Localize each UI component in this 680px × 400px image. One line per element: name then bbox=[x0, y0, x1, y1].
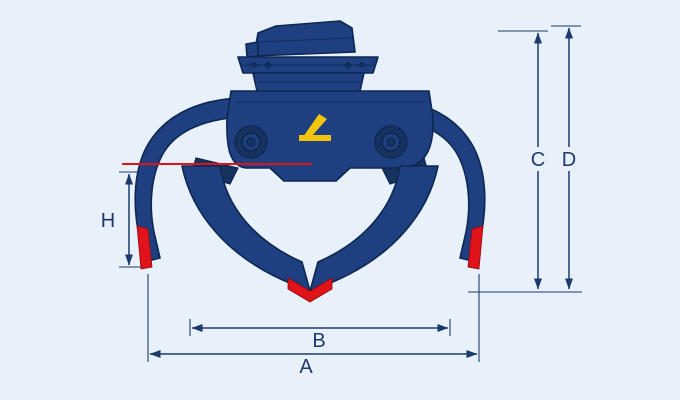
rotator-top-seam bbox=[257, 37, 354, 43]
right-pivot-hub bbox=[374, 125, 408, 159]
left-claw-tip bbox=[136, 225, 153, 270]
left-inner-claw bbox=[181, 165, 311, 292]
center-claw-tip bbox=[287, 277, 333, 303]
logo-flag bbox=[303, 114, 327, 137]
flange-bolt-icon bbox=[345, 62, 351, 68]
hub-pin bbox=[386, 137, 396, 147]
dimension-h-label: H bbox=[101, 210, 115, 232]
dimension-d: D bbox=[551, 25, 581, 290]
dimension-c: C bbox=[498, 30, 549, 290]
flange-bolt-icon bbox=[251, 62, 257, 68]
right-claw-tip bbox=[467, 225, 484, 270]
flange-bolt-icon bbox=[359, 62, 365, 68]
dimension-h: H bbox=[101, 171, 141, 268]
logo-base bbox=[299, 135, 331, 141]
dimension-b: B bbox=[189, 319, 451, 352]
dimension-d-label-backing bbox=[558, 147, 580, 171]
dimension-d-label: D bbox=[562, 149, 576, 171]
left-pivot-hub bbox=[234, 125, 268, 159]
dimension-c-label: C bbox=[531, 149, 545, 171]
dimension-a-label: A bbox=[299, 356, 313, 378]
orange-peel-grapple-illustration bbox=[134, 20, 486, 303]
dimension-a: A bbox=[147, 274, 480, 378]
brand-logo-icon bbox=[299, 114, 331, 141]
left-outer-claw bbox=[134, 97, 263, 263]
hub-pin bbox=[246, 137, 256, 147]
rotator-left-tab bbox=[245, 41, 259, 58]
flange-bolt-icon bbox=[265, 62, 271, 68]
right-inner-claw bbox=[309, 165, 439, 292]
dimension-c-label-backing bbox=[527, 147, 549, 171]
dimension-b-label: B bbox=[312, 330, 325, 352]
